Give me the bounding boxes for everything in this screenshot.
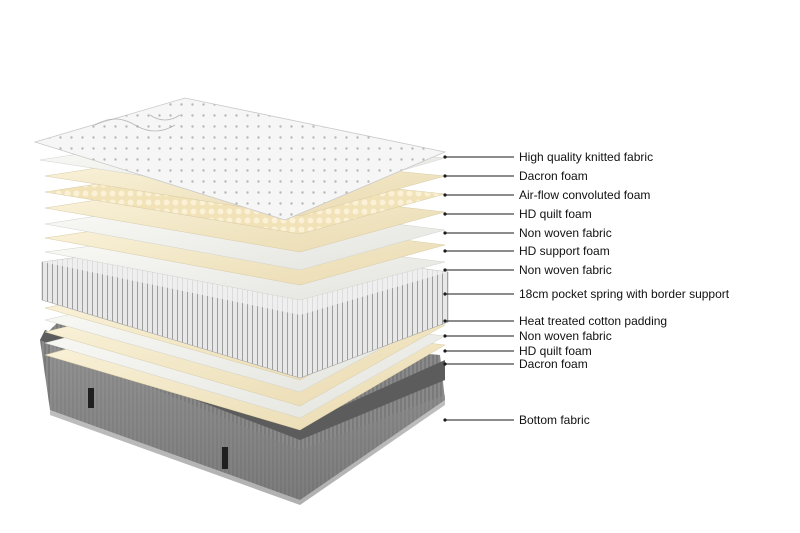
leader-dot-6 xyxy=(443,268,447,272)
leader-dot-9 xyxy=(443,334,447,338)
label-dacron-foam-bottom: Dacron foam xyxy=(519,357,588,371)
handle-left xyxy=(88,388,94,408)
label-hd-quilt-foam-bottom: HD quilt foam xyxy=(519,344,592,358)
leader-dot-10 xyxy=(443,349,447,353)
label-hd-support-foam: HD support foam xyxy=(519,244,610,258)
leader-dot-11 xyxy=(443,362,447,366)
leader-dot-2 xyxy=(443,193,447,197)
leader-dot-12 xyxy=(443,418,447,422)
leader-dot-8 xyxy=(443,319,447,323)
label-cotton-padding: Heat treated cotton padding xyxy=(519,314,668,328)
handle-front xyxy=(222,447,228,469)
label-convoluted-foam: Air-flow convoluted foam xyxy=(519,188,651,202)
leader-dot-1 xyxy=(443,174,447,178)
label-non-woven-3: Non woven fabric xyxy=(519,329,612,343)
label-non-woven-2: Non woven fabric xyxy=(519,263,612,277)
label-pocket-spring: 18cm pocket spring with border support xyxy=(519,287,730,301)
leader-dot-3 xyxy=(443,212,447,216)
label-knitted-fabric: High quality knitted fabric xyxy=(519,150,654,164)
label-hd-quilt-foam-top: HD quilt foam xyxy=(519,207,592,221)
label-dacron-foam-top: Dacron foam xyxy=(519,169,588,183)
label-non-woven-1: Non woven fabric xyxy=(519,226,612,240)
leader-lines xyxy=(443,155,514,422)
top-knitted-fabric xyxy=(33,97,447,221)
label-bottom-fabric: Bottom fabric xyxy=(519,413,590,427)
leader-dot-4 xyxy=(443,231,447,235)
leader-dot-7 xyxy=(443,292,447,296)
leader-dot-0 xyxy=(443,155,447,159)
leader-dot-5 xyxy=(443,249,447,253)
